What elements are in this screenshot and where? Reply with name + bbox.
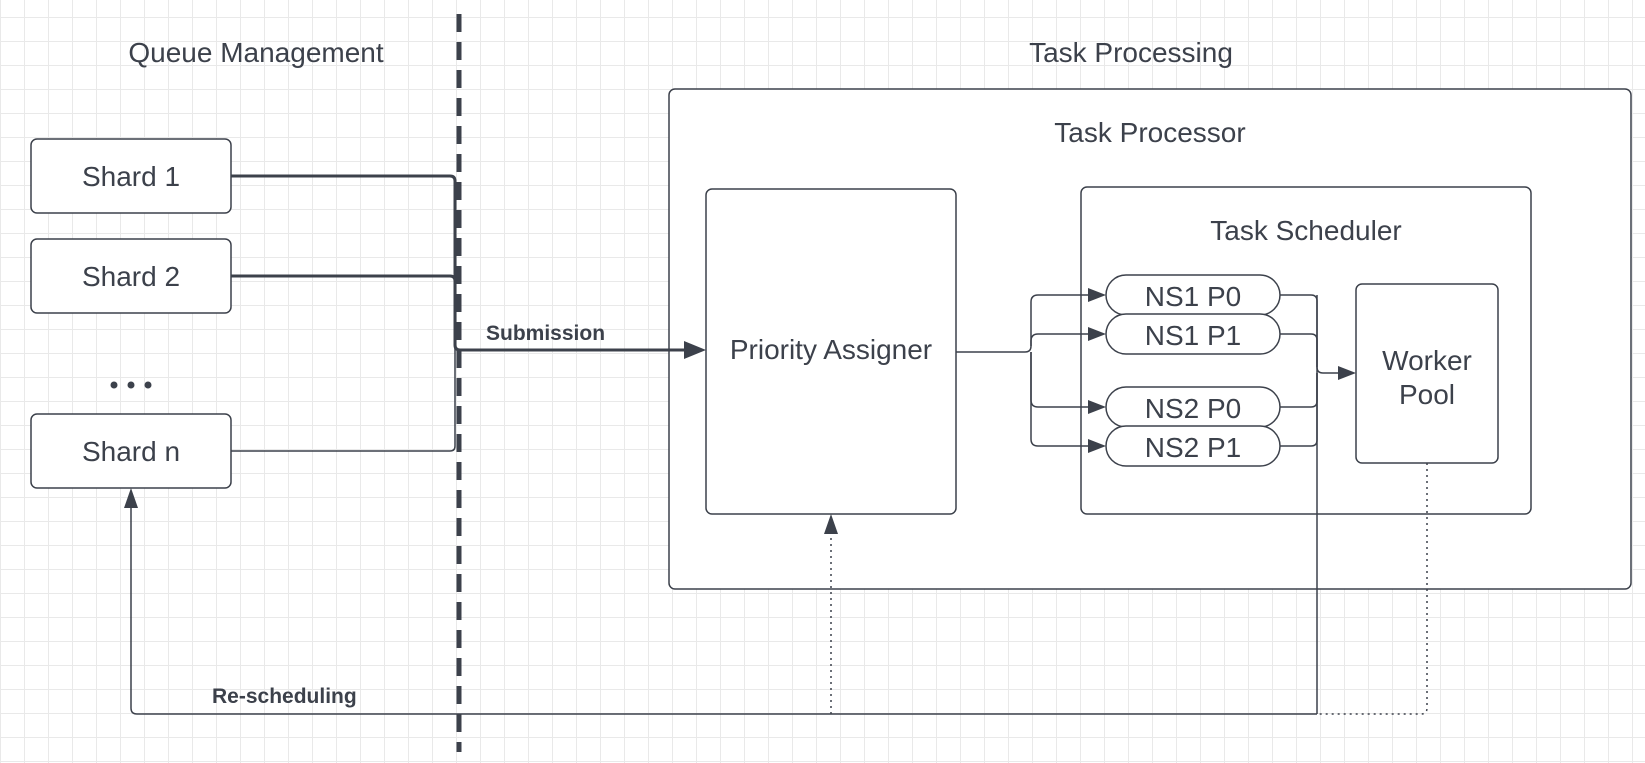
rescheduling-edge [130, 508, 1317, 715]
queue-ns1-p1-label: NS1 P1 [1145, 320, 1242, 351]
fanout-ns2p1 [1030, 352, 1090, 447]
queue-ns2-p0-label: NS2 P0 [1145, 393, 1242, 424]
ellipsis-dot [144, 381, 152, 389]
arrowhead-ns1p1 [1088, 327, 1106, 341]
queue-management-heading: Queue Management [128, 37, 384, 68]
fanout-ns1p0 [1030, 294, 1090, 346]
rescheduling-label: Re-scheduling [212, 685, 357, 708]
fanout-ns1p1 [1030, 333, 1090, 346]
ellipsis-dots [110, 381, 152, 389]
queue-ns1-p0-label: NS1 P0 [1145, 281, 1242, 312]
shard-1-label: Shard 1 [82, 161, 180, 192]
ellipsis-dot [110, 381, 118, 389]
task-processor-label: Task Processor [1054, 117, 1245, 148]
shard-2-connector [231, 274, 457, 345]
rescheduling-arrowhead [124, 488, 138, 508]
arrowhead-ns2p0 [1088, 400, 1106, 414]
submission-label: Submission [486, 322, 605, 345]
shard-2-label: Shard 2 [82, 261, 180, 292]
worker-pool-label-line1: Worker [1382, 345, 1472, 376]
arrowhead-ns2p1 [1088, 439, 1106, 453]
task-processing-heading: Task Processing [1029, 37, 1233, 68]
shard-n-connector [231, 345, 456, 452]
worker-pool-arrowhead [1338, 366, 1356, 380]
queue-ns2-p1-label: NS2 P1 [1145, 432, 1242, 463]
submission-arrowhead [684, 341, 706, 359]
priority-to-queues-connector [956, 345, 1032, 353]
ellipsis-dot [127, 381, 135, 389]
shard-1-connector [231, 174, 457, 345]
arrowhead-ns1p0 [1088, 288, 1106, 302]
priority-assigner-label: Priority Assigner [730, 334, 932, 365]
shard-n-label: Shard n [82, 436, 180, 467]
worker-pool-label-line2: Pool [1399, 379, 1455, 410]
priority-feedback-arrowhead [824, 514, 838, 534]
submission-edge [453, 344, 686, 352]
task-scheduler-label: Task Scheduler [1210, 215, 1401, 246]
